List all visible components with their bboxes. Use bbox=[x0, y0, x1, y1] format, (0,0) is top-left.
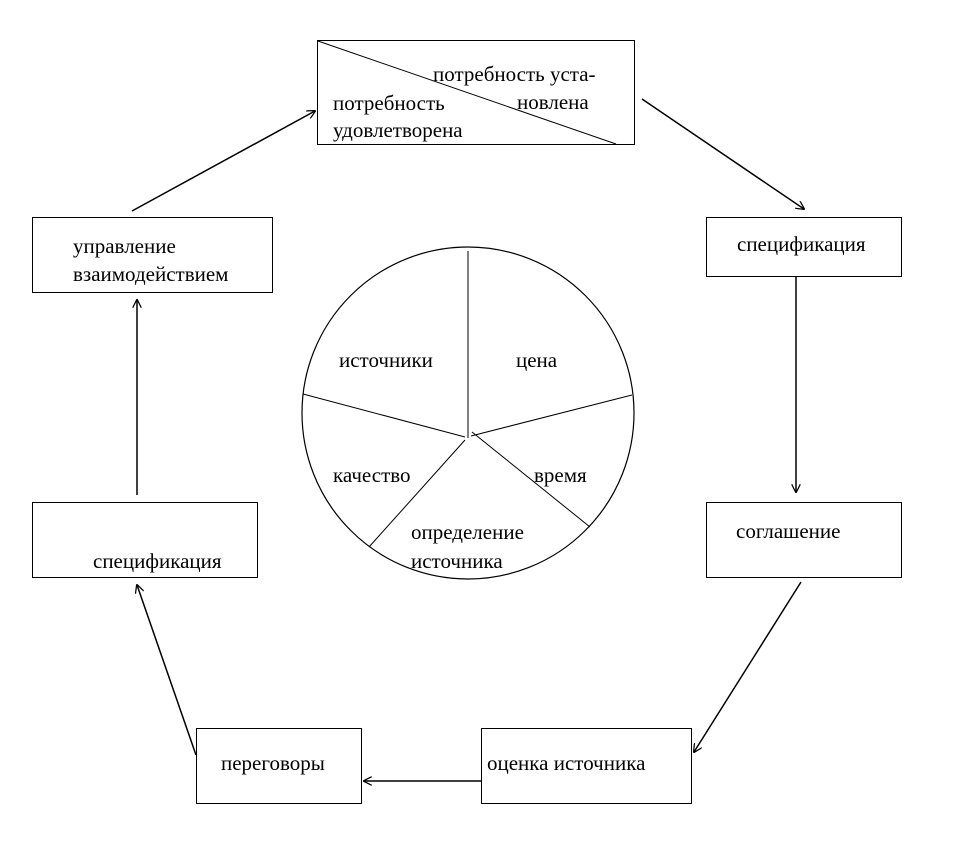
interaction-management-box bbox=[32, 217, 273, 293]
circle-divider-right bbox=[470, 394, 633, 437]
circle-segment-quality: качество bbox=[333, 463, 411, 487]
agreement-box bbox=[706, 502, 902, 578]
circle-divider-lower-left bbox=[368, 439, 466, 548]
central-circle bbox=[301, 246, 635, 580]
interaction-management-label-line1: управление bbox=[73, 234, 176, 258]
need-box bbox=[317, 40, 635, 145]
source-evaluation-label: оценка источника bbox=[487, 751, 646, 775]
specification-label-left: спецификация bbox=[93, 549, 222, 573]
top-box-diagonal bbox=[317, 40, 617, 145]
need-satisfied-label-line2: удовлетворена bbox=[333, 118, 463, 142]
source-evaluation-box bbox=[481, 728, 692, 804]
specification-box-left bbox=[32, 502, 258, 578]
circle-segment-price: цена bbox=[516, 348, 558, 372]
circle-segment-sources: источники bbox=[339, 348, 433, 372]
arrow-agreement-to-evaluation bbox=[694, 581, 802, 752]
agreement-label: соглашение bbox=[736, 519, 841, 543]
circle-segment-source-definition-line2: источника bbox=[411, 549, 503, 573]
need-established-label-line2: новлена bbox=[517, 90, 589, 114]
circle-segment-source-definition-line1: определение bbox=[411, 520, 524, 544]
need-satisfied-label-line1: потребность bbox=[333, 91, 445, 115]
arrow-interaction-to-top bbox=[131, 111, 315, 212]
arrow-top-to-specification bbox=[641, 98, 804, 209]
specification-label-right: спецификация bbox=[737, 232, 866, 256]
arrow-negotiations-to-specification bbox=[137, 585, 197, 756]
need-established-label-line1: потребность уста- bbox=[433, 62, 596, 86]
interaction-management-label-line2: взаимодействием bbox=[73, 262, 229, 286]
circle-divider-lower-right bbox=[471, 431, 591, 528]
circle-segment-time: время bbox=[534, 463, 587, 487]
negotiations-label: переговоры bbox=[221, 751, 325, 775]
negotiations-box bbox=[196, 728, 362, 804]
specification-box-right bbox=[706, 217, 902, 277]
circle-divider-left bbox=[302, 393, 466, 438]
